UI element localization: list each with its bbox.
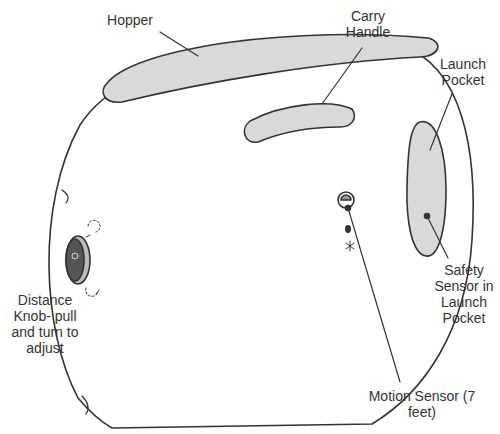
hopper-opening: [103, 35, 438, 103]
motion-sensor-lens: [341, 195, 351, 200]
knob-turn-icons: [86, 220, 100, 296]
launch-pocket: [407, 122, 446, 256]
knob-center: [72, 253, 78, 259]
distance-knob: [66, 239, 84, 281]
snowflake-icon: [346, 241, 354, 251]
part-label: Hopper: [100, 12, 160, 28]
leader-dot: [346, 206, 351, 211]
leader-lines: [160, 32, 452, 382]
part-label: Motion Sensor (7 feet): [368, 388, 476, 420]
part-label: Carry Handle: [338, 8, 398, 40]
part-label: Launch Pocket: [432, 56, 494, 88]
part-label: Distance Knob- pull and turn to adjust: [4, 292, 86, 356]
body-seam: [62, 190, 68, 203]
carry-handle-slot: [244, 104, 354, 142]
body-seam: [82, 396, 88, 414]
leader-dot: [425, 214, 430, 219]
indicator-light: [346, 226, 350, 232]
distance-knob-rim: [66, 236, 90, 284]
part-label: Safety Sensor in Launch Pocket: [432, 262, 496, 326]
